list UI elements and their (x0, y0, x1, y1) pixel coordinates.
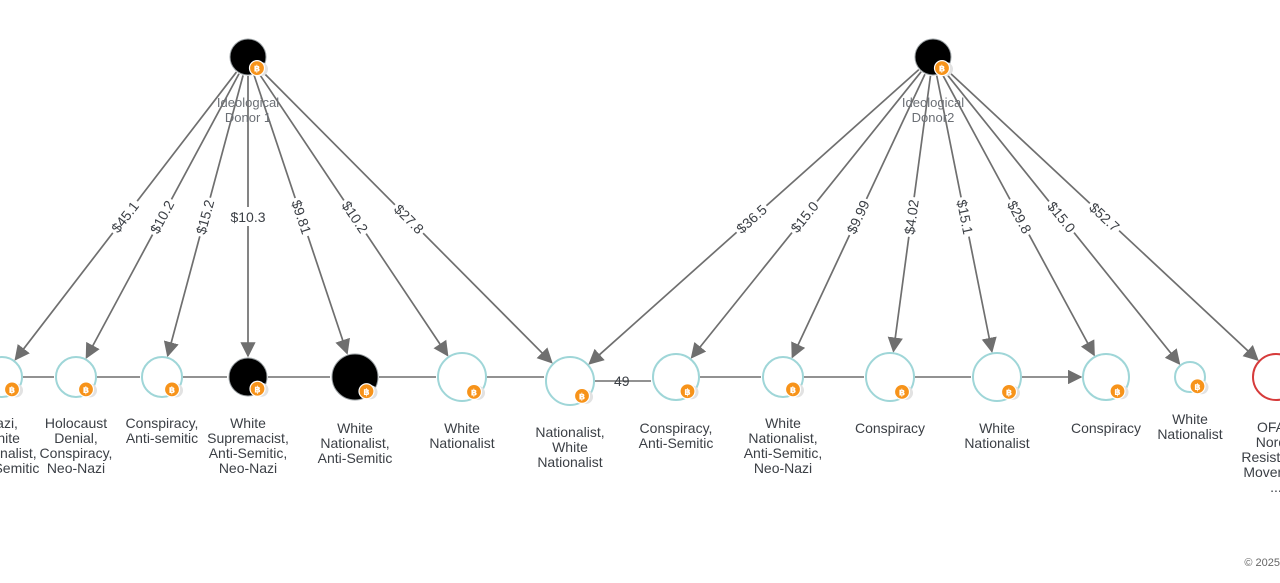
svg-text:฿: ฿ (471, 388, 477, 398)
bitcoin-icon: ฿ (1189, 378, 1206, 395)
edge-label-background (952, 195, 979, 239)
recipient-label: Conspiracy (1071, 420, 1141, 436)
bitcoin-icon: ฿ (358, 383, 375, 400)
recipient-label: Conspiracy (855, 420, 925, 436)
bitcoin-icon: ฿ (1000, 383, 1018, 400)
recipient-node[interactable]: ฿ Conspiracy,Anti-Semitic (639, 353, 714, 451)
chain-edges: 49 (23, 369, 1083, 389)
recipient-node[interactable]: ฿OFACNordicResistanceMovement... (1241, 353, 1280, 495)
bitcoin-icon: ฿ (1109, 383, 1126, 400)
bitcoin-icon: ฿ (465, 383, 483, 400)
bitcoin-icon: ฿ (679, 383, 696, 400)
svg-text:฿: ฿ (1114, 388, 1120, 398)
edge-label-background (729, 198, 773, 240)
svg-text:฿: ฿ (83, 386, 89, 396)
bitcoin-icon: ฿ (573, 387, 591, 404)
edge-label-background (104, 195, 145, 239)
edge-label-background (1083, 196, 1126, 238)
svg-text:฿: ฿ (169, 386, 175, 396)
edge-label-background (1002, 194, 1038, 239)
edge-label-background (898, 195, 924, 239)
recipient-label: OFACNordicResistanceMovement... (1241, 419, 1280, 495)
recipient-node[interactable]: ฿ Conspiracy,Anti-semitic (126, 356, 199, 446)
svg-text:฿: ฿ (363, 388, 369, 398)
bitcoin-icon: ฿ (893, 383, 911, 400)
svg-text:฿: ฿ (254, 65, 260, 75)
edge-label-background (286, 194, 318, 239)
edge-label-background (388, 197, 431, 240)
donation-edges: $45.1$10.2$15.2$10.3$9.81$10.2$27.8$36.5… (14, 69, 1259, 365)
svg-text:฿: ฿ (684, 388, 690, 398)
edge-amount-label: $15.1 (954, 198, 977, 236)
svg-text:฿: ฿ (939, 65, 945, 75)
edge-label-background (784, 195, 825, 239)
chain-edge-label: 49 (614, 373, 630, 389)
svg-text:฿: ฿ (579, 392, 585, 402)
bitcoin-icon: ฿ (163, 381, 181, 398)
edge-amount-label: $10.3 (230, 209, 265, 225)
edge-label-background (840, 194, 875, 239)
edge-label-background (228, 207, 268, 226)
recipient-node[interactable]: ฿ Conspiracy (855, 352, 925, 436)
node-circle[interactable] (1252, 353, 1280, 401)
edge-label-background (336, 194, 375, 239)
svg-text:฿: ฿ (790, 386, 796, 396)
bitcoin-icon: ฿ (933, 60, 951, 77)
bitcoin-icon: ฿ (248, 60, 266, 77)
svg-text:฿: ฿ (254, 385, 260, 395)
edge-amount-label: $4.02 (901, 198, 922, 235)
bitcoin-icon: ฿ (77, 381, 95, 398)
recipient-label: Conspiracy,Anti-semitic (126, 415, 199, 446)
bitcoin-icon: ฿ (784, 381, 802, 398)
svg-text:฿: ฿ (1006, 388, 1012, 398)
bitcoin-icon: ฿ (3, 381, 21, 398)
copyright-text: © 2025 (1244, 557, 1280, 569)
edge-label-background (1041, 195, 1082, 239)
svg-text:฿: ฿ (9, 386, 15, 396)
edge-label-background (190, 195, 219, 239)
recipient-label: Conspiracy,Anti-Semitic (639, 420, 714, 451)
svg-text:฿: ฿ (899, 388, 905, 398)
recipient-node[interactable]: ฿ Conspiracy (1071, 353, 1141, 436)
bitcoin-icon: ฿ (249, 380, 266, 397)
svg-text:฿: ฿ (1194, 383, 1200, 393)
edge-label-background (143, 194, 180, 239)
